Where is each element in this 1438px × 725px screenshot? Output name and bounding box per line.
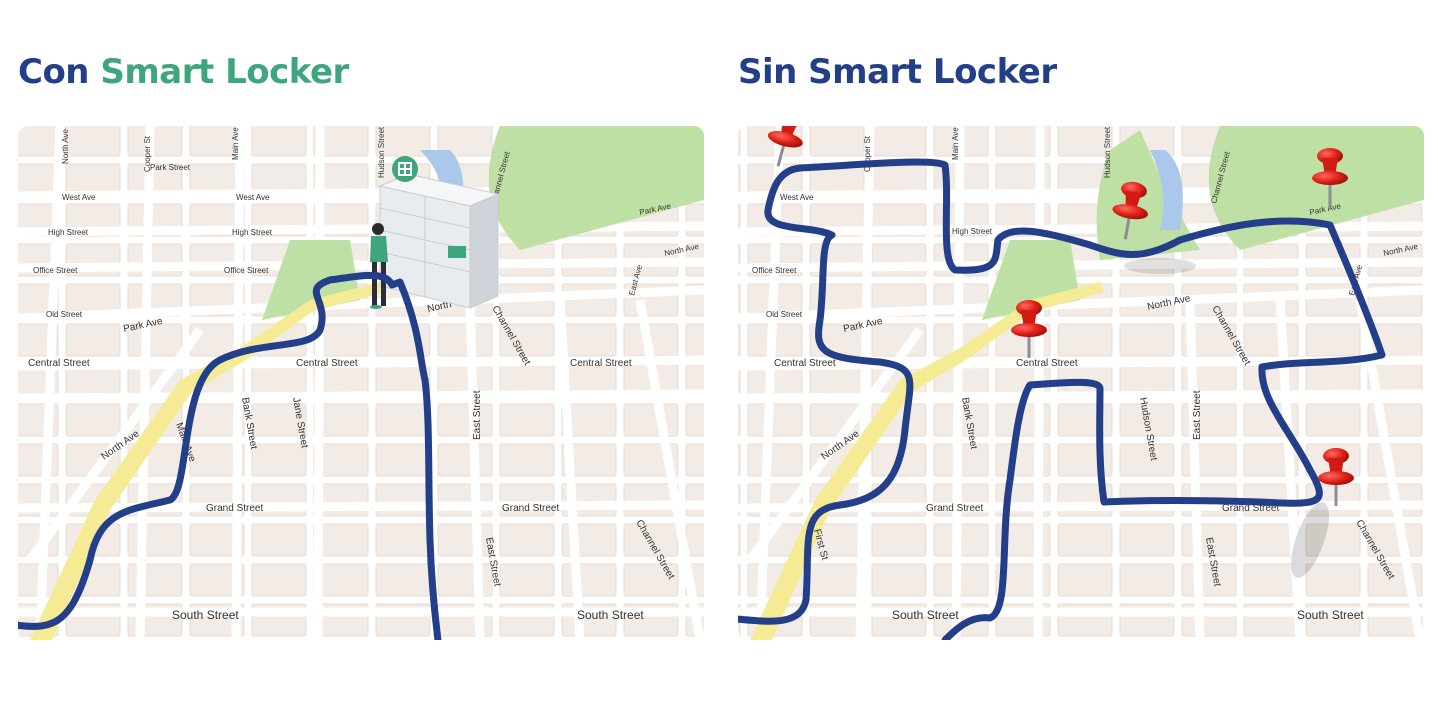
street-label: Central Street xyxy=(28,358,90,369)
street-label: Grand Street xyxy=(502,503,559,514)
street-label: Grand Street xyxy=(1222,503,1279,514)
street-label: South Street xyxy=(172,608,239,622)
street-label: High Street xyxy=(952,227,993,236)
street-label: High Street xyxy=(232,228,273,237)
street-label: South Street xyxy=(1297,608,1364,622)
street-label: Central Street xyxy=(1016,358,1078,369)
street-label: Old Street xyxy=(766,310,803,319)
delivery-route xyxy=(18,271,444,640)
street-label: South Street xyxy=(892,608,959,622)
street-label: North xyxy=(426,299,452,315)
street-label: Hudson Street xyxy=(377,126,386,178)
street-label: Hudson Street xyxy=(1103,126,1112,178)
smart-locker-illustration xyxy=(378,156,500,309)
street-label: Cooper St xyxy=(143,135,152,172)
street-label: West Ave xyxy=(236,193,270,202)
street-label: West Ave xyxy=(780,193,814,202)
street-label: Central Street xyxy=(570,358,632,369)
street-label: Cooper St xyxy=(863,135,872,172)
street-label: Central Street xyxy=(774,358,836,369)
title-with-smart-locker: Con Smart Locker xyxy=(18,52,349,92)
street-label: Grand Street xyxy=(206,503,263,514)
person-icon xyxy=(370,223,388,309)
map-with-smart-locker: Park Street West Ave West Ave High Stree… xyxy=(18,126,704,640)
street-label: Main Ave xyxy=(951,127,960,160)
street-label: East Street xyxy=(1192,390,1203,440)
pond xyxy=(1150,150,1183,230)
street-label: Park Street xyxy=(150,163,191,172)
delivery-route xyxy=(738,158,1386,640)
park-area xyxy=(488,126,704,250)
street-label: Old Street xyxy=(46,310,83,319)
street-label: Central Street xyxy=(296,358,358,369)
title-prefix: Con xyxy=(18,52,101,92)
street-label: Main Ave xyxy=(231,127,240,160)
street-label: Office Street xyxy=(33,266,78,275)
title-without-smart-locker: Sin Smart Locker xyxy=(738,52,1057,92)
street-label: West Ave xyxy=(62,193,96,202)
highlighted-road xyxy=(30,282,384,640)
street-label: High Street xyxy=(48,228,89,237)
street-label: Grand Street xyxy=(926,503,983,514)
map-without-smart-locker: Park Ave North Ave East Ave Channel Stre… xyxy=(738,126,1424,640)
street-label: Office Street xyxy=(752,266,797,275)
street-label: Office Street xyxy=(224,266,269,275)
street-label: North Ave xyxy=(61,128,70,164)
highlighted-road xyxy=(750,282,1104,640)
street-label: South Street xyxy=(577,608,644,622)
title-accent: Smart Locker xyxy=(100,52,349,92)
street-label: East Street xyxy=(472,390,483,440)
